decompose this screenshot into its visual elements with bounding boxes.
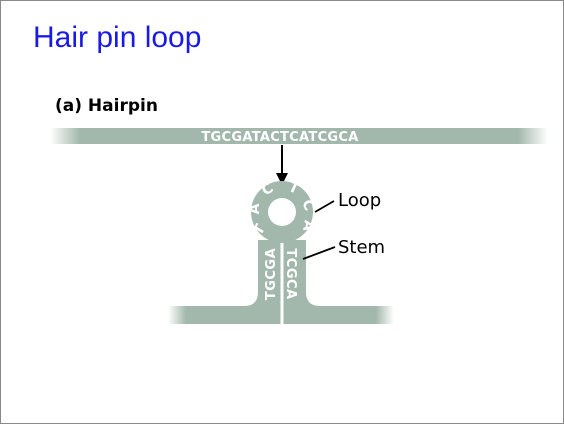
arrow-head	[276, 173, 288, 185]
top-strand-sequence: TGCGATACTCATCGCA	[201, 130, 358, 145]
loop-letter-a1: A	[247, 203, 263, 214]
top-dna-strand	[50, 128, 548, 144]
stem-right-sequence: TCGCA	[283, 248, 298, 299]
loop-letter-a2: A	[299, 219, 317, 233]
stem-callout-line	[302, 246, 336, 260]
loop-callout-label: Loop	[338, 190, 381, 211]
loop-callout-line	[314, 200, 335, 213]
stem-left-sequence: TGCGA	[264, 248, 279, 300]
stem-callout-label: Stem	[338, 237, 385, 258]
figure-label: (a) Hairpin	[55, 96, 158, 116]
loop-hole	[268, 198, 296, 226]
slide-title: Hair pin loop	[33, 21, 202, 54]
